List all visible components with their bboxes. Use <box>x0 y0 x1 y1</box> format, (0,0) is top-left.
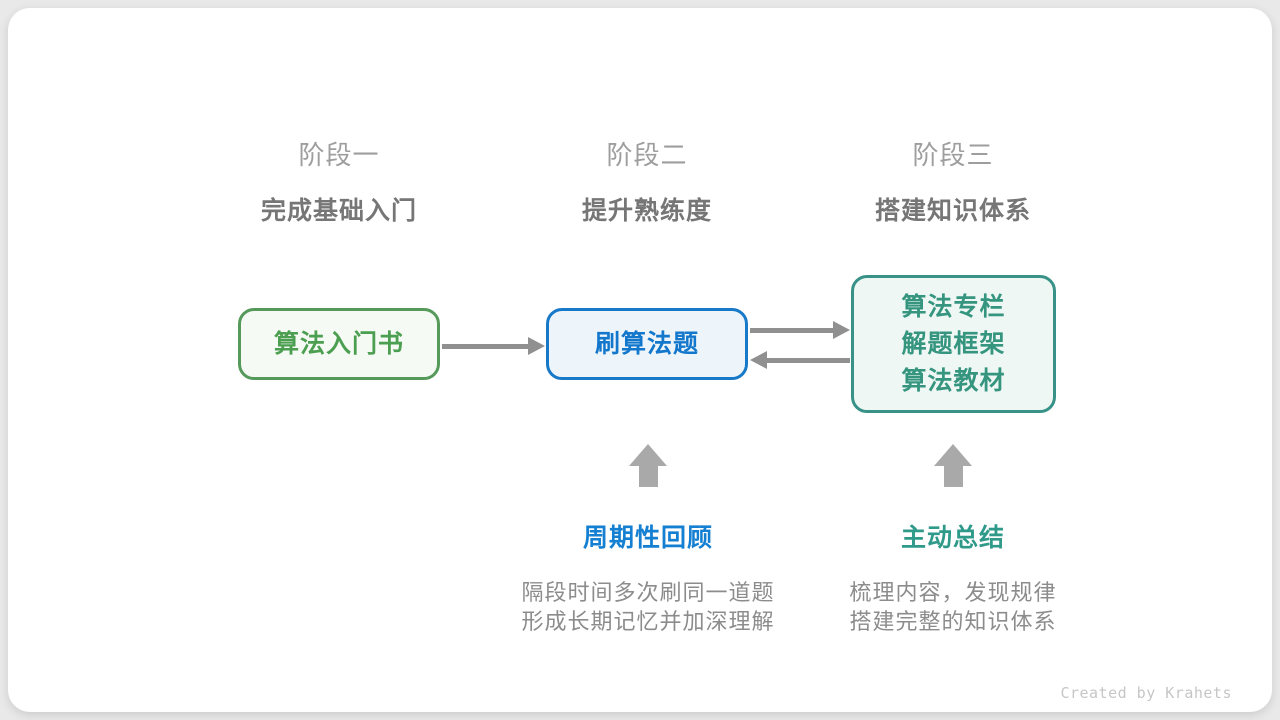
stage-header-1: 阶段一 完成基础入门 <box>179 135 499 227</box>
stage-1-label: 阶段一 <box>298 140 380 170</box>
annotation-periodic-review: 周期性回顾 隔段时间多次刷同一道题 形成长期记忆并加深理解 <box>478 518 818 636</box>
up-arrow-stem <box>638 466 658 487</box>
arrow-resources-to-practice <box>750 351 850 369</box>
desc-line: 形成长期记忆并加深理解 <box>521 609 775 634</box>
node-intro-book-label: 算法入门书 <box>273 329 404 358</box>
stage-header-2: 阶段二 提升熟练度 <box>487 135 807 227</box>
node-practice-label: 刷算法题 <box>594 329 699 358</box>
node-intro-book: 算法入门书 <box>238 308 440 380</box>
stage-3-subtitle: 搭建知识体系 <box>874 197 1031 225</box>
stage-header-3: 阶段三 搭建知识体系 <box>793 135 1113 227</box>
node-practice: 刷算法题 <box>546 308 748 380</box>
up-arrow-head <box>629 444 667 466</box>
up-arrow-stem <box>943 466 963 487</box>
annotation-periodic-review-desc: 隔段时间多次刷同一道题 形成长期记忆并加深理解 <box>478 578 818 636</box>
diagram-card: 阶段一 完成基础入门 阶段二 提升熟练度 阶段三 搭建知识体系 算法入门书 刷算… <box>8 8 1272 712</box>
annotation-active-summary-desc: 梳理内容，发现规律 搭建完整的知识体系 <box>783 578 1123 636</box>
node-resources-line-1: 算法专栏 <box>901 292 1006 321</box>
stage-3-label: 阶段三 <box>912 140 994 170</box>
arrow-intro-to-practice <box>442 337 545 355</box>
annotation-periodic-review-title: 周期性回顾 <box>582 524 713 552</box>
node-resources: 算法专栏 解题框架 算法教材 <box>851 275 1056 413</box>
stage-1-subtitle: 完成基础入门 <box>260 197 417 225</box>
up-arrow-review-icon <box>629 444 667 487</box>
stage-2-label: 阶段二 <box>606 140 688 170</box>
stage-2-subtitle: 提升熟练度 <box>581 197 712 225</box>
arrow-shaft <box>750 327 835 333</box>
arrow-right-head-icon <box>528 337 545 355</box>
desc-line: 隔段时间多次刷同一道题 <box>521 580 775 605</box>
arrow-shaft <box>442 343 530 349</box>
arrow-right-head-icon <box>833 321 850 339</box>
arrow-practice-to-resources <box>750 321 850 339</box>
arrow-left-head-icon <box>750 351 767 369</box>
up-arrow-summary-icon <box>934 444 972 487</box>
annotation-active-summary-title: 主动总结 <box>900 524 1005 552</box>
node-resources-line-3: 算法教材 <box>901 366 1006 395</box>
annotation-active-summary: 主动总结 梳理内容，发现规律 搭建完整的知识体系 <box>783 518 1123 636</box>
arrow-shaft <box>765 357 850 363</box>
node-resources-line-2: 解题框架 <box>901 329 1006 358</box>
desc-line: 梳理内容，发现规律 <box>849 580 1057 605</box>
desc-line: 搭建完整的知识体系 <box>849 609 1057 634</box>
up-arrow-head <box>934 444 972 466</box>
credit-text: Created by Krahets <box>1060 684 1232 702</box>
